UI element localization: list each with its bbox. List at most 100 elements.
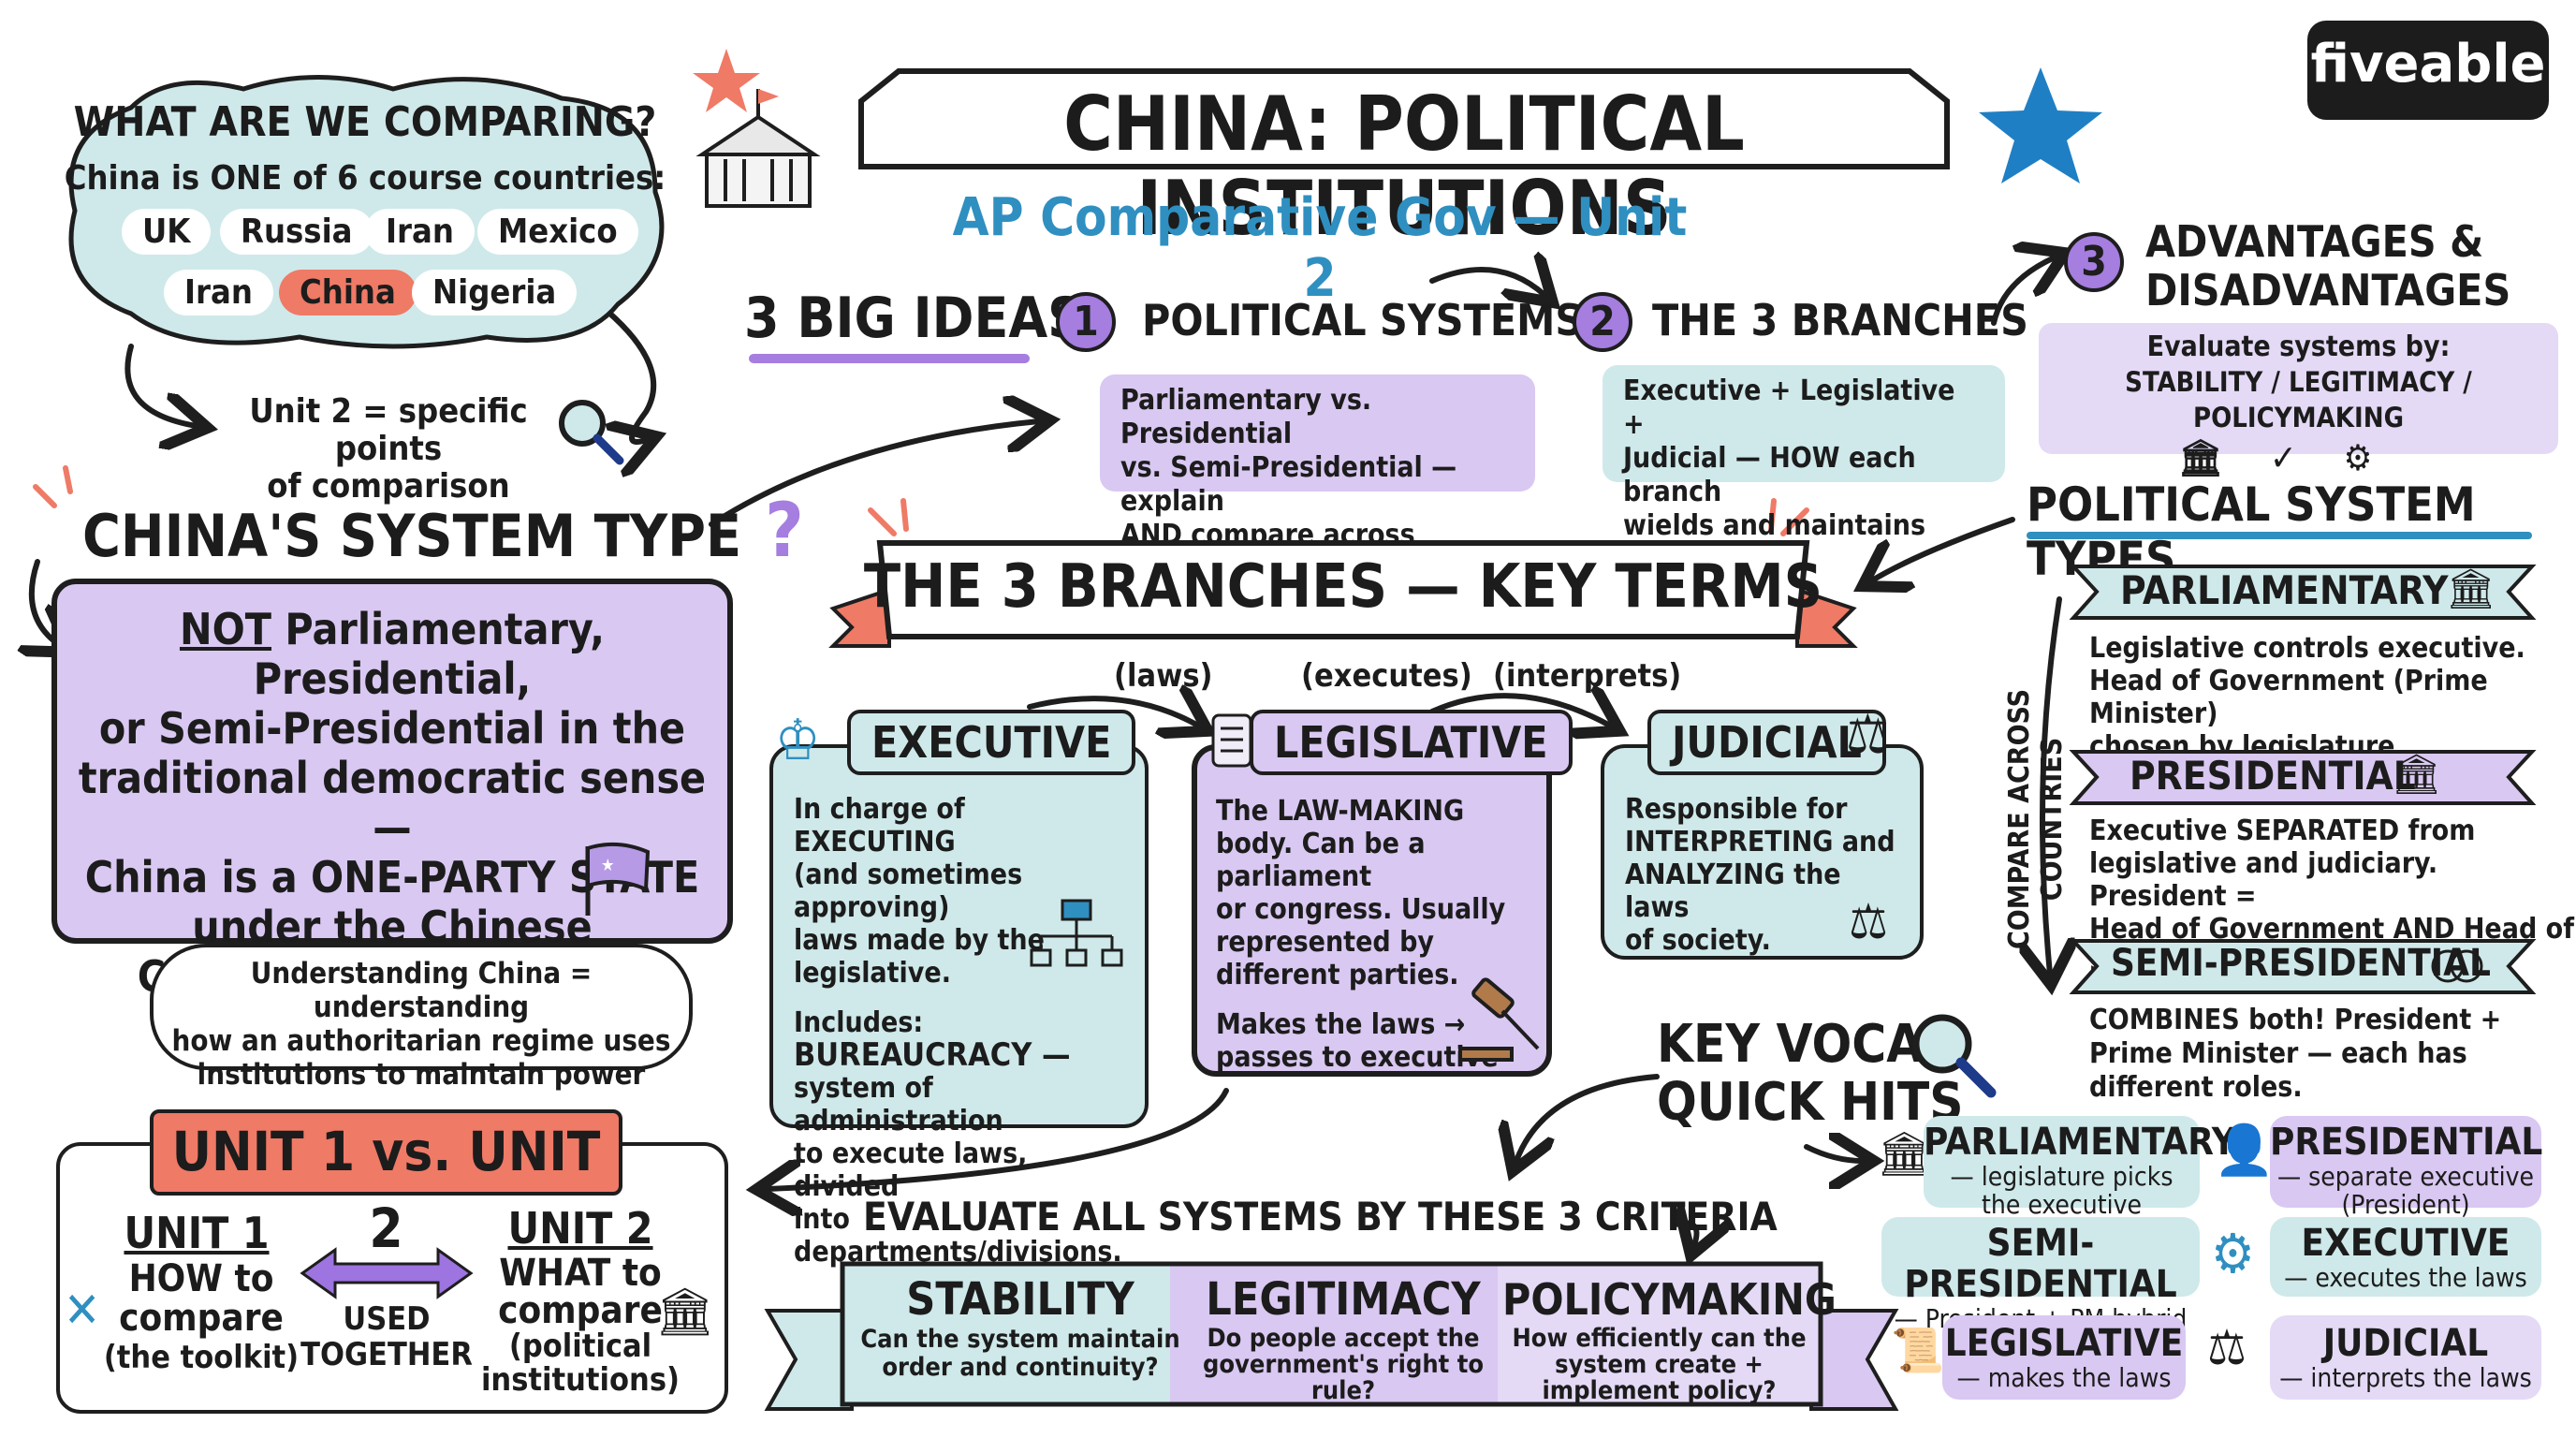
crown-icon: ♔	[775, 708, 821, 773]
exec-line4: legislative.	[794, 957, 951, 990]
bubble-line2: how an authoritarian regime uses	[171, 1024, 671, 1058]
gear-icon: ⚙	[2343, 437, 2420, 478]
leg-line1: The LAW-MAKING	[1216, 795, 1465, 828]
idea2-line2: Judicial — HOW each branch	[1623, 442, 1916, 508]
stability-line2: order and continuity?	[882, 1353, 1159, 1382]
policymaking-line1: How efficiently can the	[1512, 1324, 1807, 1353]
pres-line1: Executive SEPARATED from	[2089, 814, 2476, 847]
unit2-line3: (political	[508, 1328, 652, 1365]
vocab-semi-title: SEMI-PRESIDENTIAL	[1904, 1222, 2177, 1306]
vocab-exec-title: EXECUTIVE	[2301, 1222, 2510, 1265]
vocab-presidential: PRESIDENTIAL — separate executive (Presi…	[2270, 1116, 2542, 1219]
pres-line2: legislative and judiciary. President =	[2089, 847, 2438, 913]
idea3-title-line2: DISADVANTAGES	[2145, 265, 2511, 315]
institution-icon: 🏛	[655, 1284, 715, 1339]
title-banner: CHINA: POLITICAL INSTITUTIONS	[842, 54, 1966, 251]
blue-star-icon	[1979, 67, 2102, 183]
vocab-magnifier-icon	[1905, 1006, 1998, 1100]
vocab-leg-title: LEGISLATIVE	[1944, 1322, 2184, 1365]
vocab-exec-desc: — executes the laws	[2284, 1262, 2527, 1293]
capitol-icon	[693, 89, 824, 215]
leg-line4: represented by	[1216, 926, 1435, 959]
vocab-parl-desc1: — legislature picks	[1950, 1161, 2174, 1192]
parliamentary-title: PARLIAMENTARY	[2120, 567, 2449, 613]
tools-icon: ✕	[64, 1283, 101, 1339]
scroll-icon	[1206, 710, 1258, 771]
criteria-stability: STABILITY Can the system maintain order …	[852, 1273, 1189, 1382]
idea2-card: Executive + Legislative + Judicial — HOW…	[1603, 365, 2005, 576]
semi-line2: Prime Minister — each has	[2089, 1037, 2467, 1070]
idea2-number: 2	[1573, 292, 1632, 352]
brand-name: fiveable	[2310, 34, 2546, 95]
country-china: China	[279, 270, 417, 315]
idea1-title: POLITICAL SYSTEMS	[1142, 295, 1584, 345]
scroll-small-icon: 📜	[1891, 1325, 1945, 1375]
unit1-title: UNIT 1	[124, 1208, 270, 1258]
exec-line3: laws made by the	[794, 924, 1045, 957]
system-type-heading: CHINA'S SYSTEM TYPE ?	[82, 487, 804, 574]
judicial-card: Responsible for INTERPRETING and ANALYZI…	[1601, 744, 1924, 960]
vocab-heading: KEY VOCAB QUICK HITS	[1657, 1016, 1964, 1132]
comparing-heading: WHAT ARE WE COMPARING?	[73, 98, 657, 146]
compare-side-label: COMPARE ACROSS COUNTRIES	[2003, 688, 2069, 950]
scales-icon-2: ⚖	[1849, 894, 1888, 950]
idea1-line2: vs. Semi-Presidential — explain	[1120, 451, 1457, 518]
used-together-line2: TOGETHER	[300, 1336, 473, 1373]
executive-card: In charge of EXECUTING (and sometimes ap…	[769, 744, 1149, 1269]
units-heading: UNIT 1 vs. UNIT 2	[150, 1109, 622, 1260]
vocab-parl-title: PARLIAMENTARY	[1924, 1121, 2236, 1164]
country-mexico: Mexico	[477, 209, 638, 255]
exec-bur-line2: to execute laws, divided	[794, 1137, 1028, 1203]
country-iran-2: Iran	[164, 270, 273, 315]
legitimacy-line2: government's right to	[1202, 1350, 1485, 1379]
bubble-line1: Understanding China = understanding	[250, 957, 593, 1024]
idea3-number: 3	[2064, 232, 2124, 292]
leg-line3: or congress. Usually	[1216, 893, 1506, 926]
exec-bur-line1: system of administration	[794, 1072, 1003, 1137]
jud-line3: ANALYZING the laws	[1625, 858, 1841, 924]
scales-small-icon: ⚖	[2207, 1320, 2247, 1376]
policymaking-title: POLICYMAKING	[1502, 1274, 1837, 1325]
criteria-heading: EVALUATE ALL SYSTEMS BY THESE 3 CRITERIA	[863, 1194, 1778, 1240]
unit2-note-line2: of comparison	[267, 467, 510, 506]
scales-icon: ⚖	[1846, 702, 1890, 766]
judicial-tag: JUDICIAL	[1647, 710, 1886, 775]
red-star-icon	[693, 49, 760, 112]
fiveable-logo[interactable]: fiveable	[2307, 21, 2549, 120]
branches-heading: THE 3 BRANCHES — KEY TERMS	[863, 552, 1823, 622]
semi-line3: different roles.	[2089, 1071, 2303, 1104]
vocab-parl-desc2: the executive	[1982, 1189, 2142, 1220]
used-together-line1: USED	[343, 1300, 431, 1338]
unit1-line1: HOW to	[128, 1257, 274, 1300]
understanding-bubble: Understanding China = understanding how …	[150, 944, 693, 1092]
big-ideas-label: 3 BIG IDEAS	[744, 286, 1085, 351]
magnifier-icon	[552, 393, 627, 468]
stability-title: STABILITY	[906, 1273, 1134, 1326]
semi-desc: COMBINES both! President + Prime Ministe…	[2089, 1004, 2501, 1105]
unit2-line4: institutions)	[480, 1361, 681, 1399]
unit2-note: Unit 2 = specific points of comparison	[206, 393, 571, 506]
semi-ribbon: SEMI-PRESIDENTIAL	[2069, 936, 2537, 997]
jud-line1: Responsible for	[1625, 793, 1848, 826]
semi-line1: COMBINES both! President +	[2089, 1004, 2502, 1036]
idea3-line2: STABILITY / LEGITIMACY / POLICYMAKING	[2125, 366, 2472, 433]
parliamentary-ribbon: PARLIAMENTARY 🏛	[2069, 562, 2537, 623]
parliament-icon: 🏛	[2446, 565, 2496, 611]
gavel-icon	[1456, 974, 1549, 1067]
arrow-label-interprets: (interprets)	[1493, 657, 1682, 695]
legitimacy-line3: rule?	[1310, 1376, 1376, 1405]
white-house-icon: 🏛	[2392, 751, 2442, 797]
pillar-icon: 🏛	[2177, 437, 2270, 478]
system-type-line5: under the Chinese	[192, 902, 593, 952]
country-nigeria: Nigeria	[412, 270, 578, 315]
criteria-policymaking: POLICYMAKING How efficiently can the sys…	[1502, 1273, 1837, 1404]
vocab-pres-desc2: (President)	[2341, 1189, 2470, 1220]
venn-icon	[2431, 949, 2465, 983]
vocab-executive: EXECUTIVE — executes the laws	[2270, 1217, 2541, 1297]
comparing-intro: China is ONE of 6 course countries:	[64, 159, 666, 198]
idea3-line1: Evaluate systems by:	[2146, 330, 2451, 363]
stability-line1: Can the system maintain	[860, 1325, 1180, 1354]
china-flag-icon: ★	[580, 842, 655, 917]
presidential-title: PRESIDENTIAL	[2130, 753, 2416, 799]
system-type-title: CHINA'S SYSTEM TYPE	[82, 502, 742, 570]
